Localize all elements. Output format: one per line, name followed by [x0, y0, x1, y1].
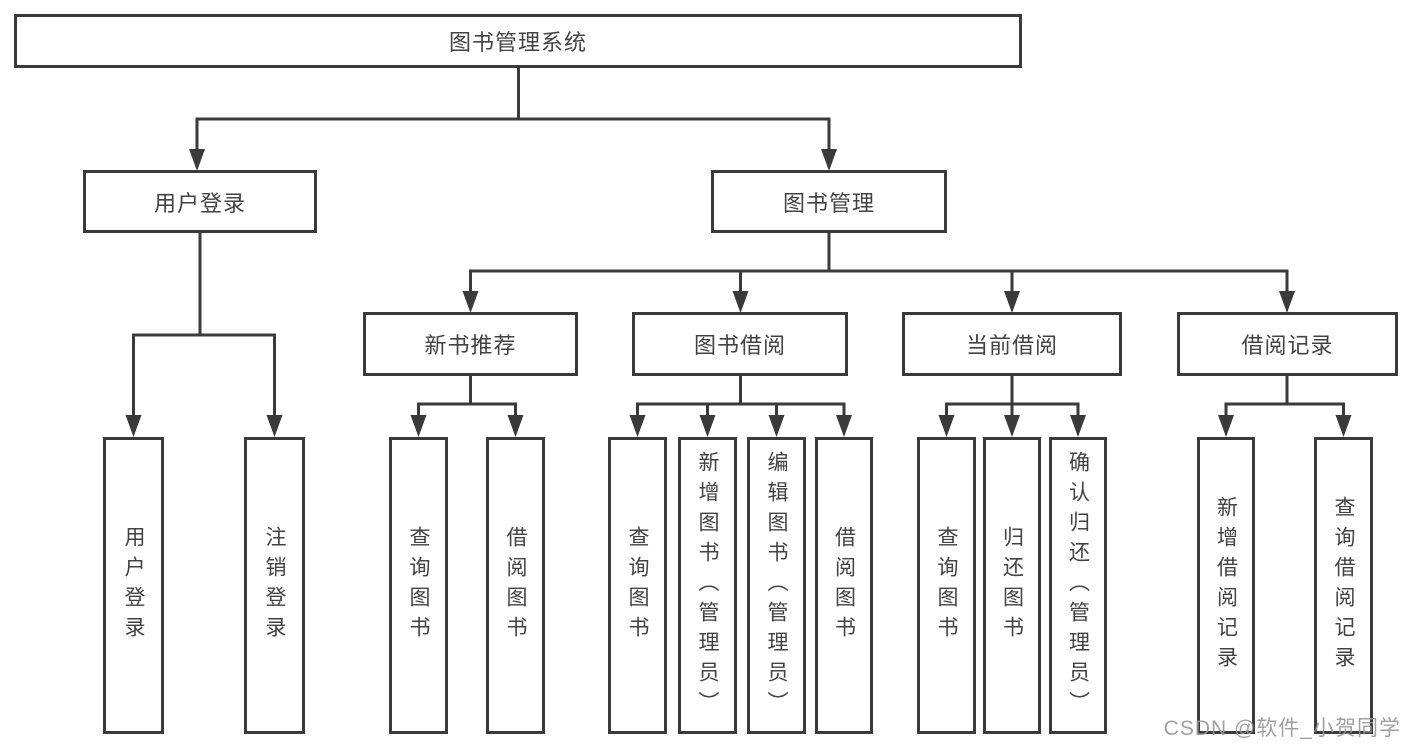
node-label: 图书管理	[782, 190, 875, 216]
node-label: 借阅记录	[1241, 333, 1334, 358]
leaf-nbr-borrow-books: 借阅图书	[486, 437, 545, 734]
node-label: 归还图书	[1000, 525, 1024, 646]
node-label: 注销登录	[263, 525, 287, 646]
node-label: 查询图书	[407, 525, 431, 646]
arrowheads	[125, 149, 1352, 437]
watermark: CSDN @软件_小贺同学	[1163, 717, 1401, 740]
node-user-login: 用户登录	[83, 170, 317, 233]
leaf-bb-query-books: 查询图书	[608, 437, 667, 734]
node-label: 新书推荐	[424, 333, 517, 358]
node-label: 当前借阅	[965, 333, 1058, 358]
node-current-borrowing: 当前借阅	[902, 312, 1122, 376]
node-label: 确认归还（管理员）	[1066, 450, 1090, 721]
node-label: 借阅图书	[504, 525, 528, 646]
node-root: 图书管理系统	[14, 14, 1022, 68]
leaf-bb-edit-books-admin: 编辑图书（管理员）	[747, 437, 806, 734]
node-label: 查询图书	[626, 525, 650, 646]
leaf-user-login: 用户登录	[103, 437, 164, 734]
leaf-bb-borrow-books: 借阅图书	[815, 437, 873, 734]
connector-segments	[132, 68, 1345, 417]
node-book-borrowing: 图书借阅	[632, 312, 848, 376]
leaf-logout: 注销登录	[244, 437, 305, 734]
node-label: 新增图书（管理员）	[696, 450, 720, 721]
leaf-nbr-query-books: 查询图书	[389, 437, 448, 734]
leaf-br-add-record: 新增借阅记录	[1197, 437, 1255, 734]
node-borrowing-records: 借阅记录	[1177, 312, 1398, 376]
node-label: 图书管理系统	[448, 30, 587, 55]
leaf-cb-confirm-return-admin: 确认归还（管理员）	[1049, 437, 1107, 734]
node-label: 查询借阅记录	[1332, 495, 1356, 676]
node-label: 新增借阅记录	[1214, 495, 1238, 676]
node-label: 用户登录	[122, 525, 146, 646]
node-label: 查询图书	[935, 525, 959, 646]
node-label: 图书借阅	[693, 333, 786, 358]
leaf-cb-return-books: 归还图书	[983, 437, 1041, 734]
leaf-cb-query-books: 查询图书	[917, 437, 976, 734]
node-label: 借阅图书	[832, 525, 856, 646]
leaf-bb-add-books-admin: 新增图书（管理员）	[678, 437, 737, 734]
node-book-management: 图书管理	[711, 170, 947, 233]
node-label: 编辑图书（管理员）	[765, 450, 789, 721]
node-label: 用户登录	[153, 190, 246, 216]
node-new-book-recommend: 新书推荐	[363, 312, 578, 376]
leaf-br-query-record: 查询借阅记录	[1314, 437, 1373, 734]
